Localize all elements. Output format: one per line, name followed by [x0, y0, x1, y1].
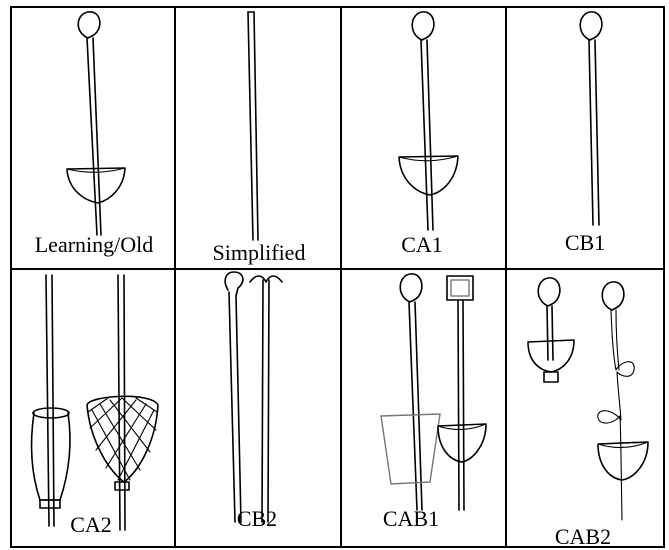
cb1-stick-drawing — [579, 11, 603, 226]
grid-right-border — [663, 6, 665, 548]
grid-left-border — [10, 6, 12, 548]
cell-label-ca2: CA2 — [70, 512, 112, 537]
cell-label-ca1: CA1 — [401, 232, 443, 257]
cab2-stick-drawing — [527, 277, 649, 521]
cell-label-simplified: Simplified — [212, 240, 306, 265]
learning-old-stick-drawing — [66, 11, 126, 236]
ca1-stick-drawing — [398, 11, 459, 231]
cell-label-learning-old: Learning/Old — [34, 232, 154, 257]
cell-label-cab2: CAB2 — [554, 524, 612, 549]
ca2-stick-drawing — [30, 274, 159, 531]
grid-top-border — [10, 6, 665, 8]
grid-col-divider-1 — [174, 6, 176, 548]
cb2-stick-drawing — [224, 271, 283, 523]
grid-col-divider-2 — [340, 6, 342, 548]
grid-bottom-border — [10, 546, 665, 548]
grid-col-divider-3 — [505, 6, 507, 548]
cab1-stick-drawing — [380, 273, 487, 511]
simplified-stick-drawing — [247, 11, 259, 241]
cell-label-cab1: CAB1 — [382, 506, 440, 531]
cell-label-cb1: CB1 — [564, 230, 606, 255]
grid-middle-border — [10, 268, 665, 270]
cell-label-cb2: CB2 — [236, 506, 278, 531]
